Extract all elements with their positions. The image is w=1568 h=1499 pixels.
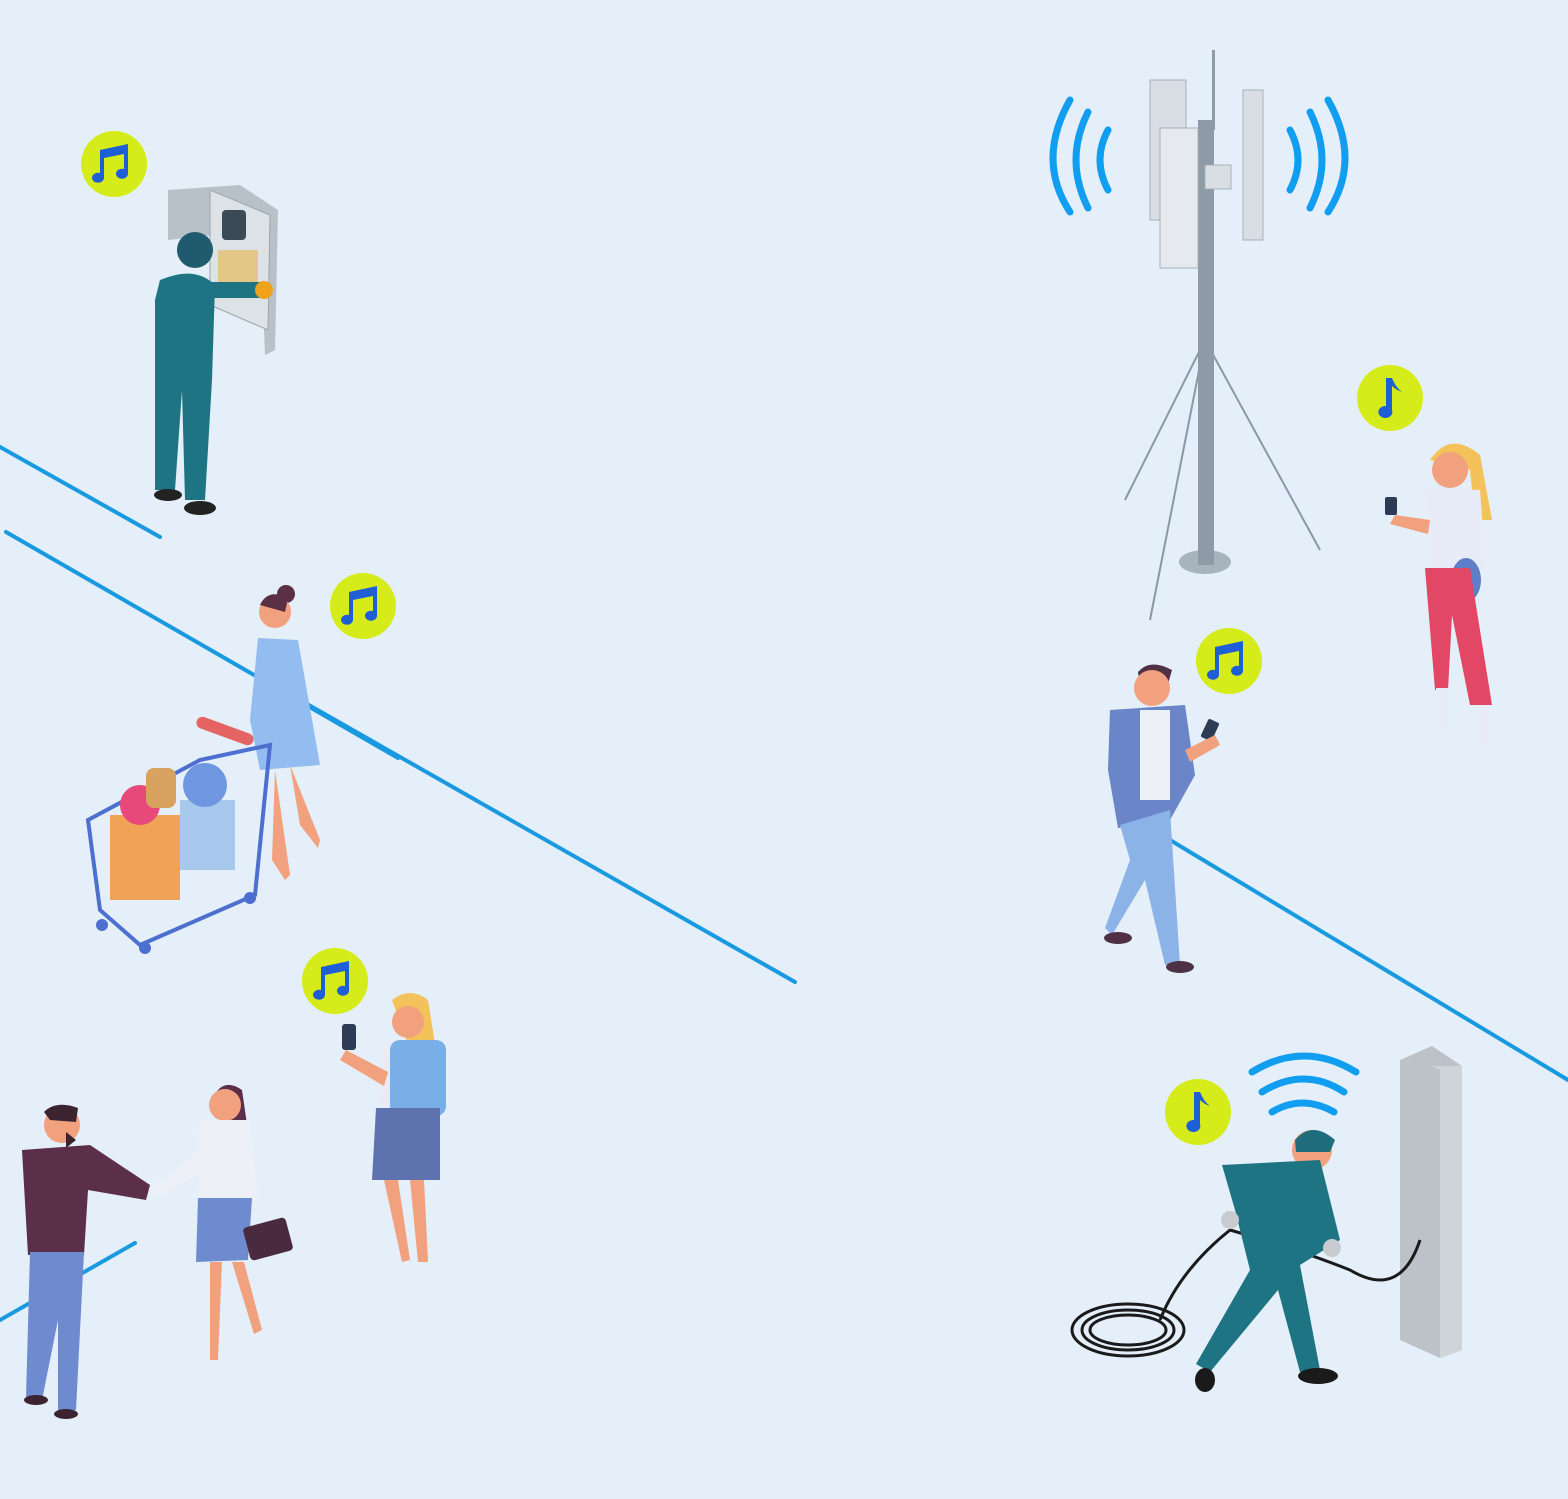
electrician-at-panel: [154, 185, 278, 515]
cell-tower: [1124, 50, 1321, 621]
wifi-signal-icon: [1248, 1052, 1360, 1116]
path-line-right: [1168, 838, 1568, 1082]
tower-signal-waves: [1049, 96, 1349, 216]
music-note-badge-shopper: [330, 573, 396, 639]
music-badges: [81, 131, 1423, 1145]
walking-man-with-phone: [1104, 664, 1220, 973]
music-note-badge-walking-man: [1196, 628, 1262, 694]
music-note-badge-electrician: [81, 131, 147, 197]
music-note-badge-backpack-woman: [302, 948, 368, 1014]
woman-with-phone: [1385, 443, 1492, 745]
music-note-badge-technician: [1165, 1079, 1231, 1145]
technician-pulling-cable: [1070, 1046, 1462, 1392]
business-handshake: [22, 1084, 293, 1419]
path-line-center-diag: [298, 698, 797, 984]
music-note-badge-phone-woman: [1357, 365, 1423, 431]
path-line-top-left: [0, 445, 162, 539]
shopper-with-cart: [85, 585, 320, 954]
woman-with-backpack: [340, 993, 446, 1262]
